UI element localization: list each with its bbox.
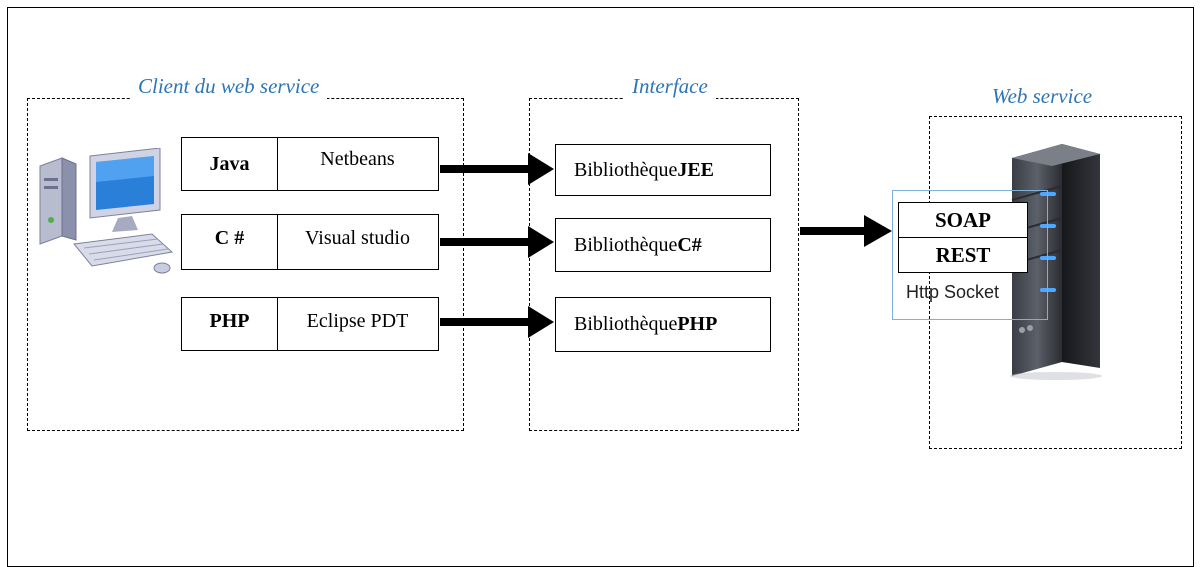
ide-label: Eclipse PDT	[306, 310, 409, 332]
ide-label: Visual studio	[305, 227, 410, 249]
library-prefix: Bibliothèque	[574, 313, 678, 335]
library-suffix: PHP	[677, 313, 718, 335]
desktop-computer-icon	[39, 148, 174, 274]
client-group-title: Client du web service	[130, 74, 328, 99]
protocol-soap: SOAP	[898, 202, 1028, 238]
arrow-interface-to-webservice	[800, 215, 892, 247]
interface-group-title: Interface	[624, 74, 716, 99]
arrow-php-to-php-lib	[440, 306, 554, 338]
library-suffix: C#	[677, 233, 702, 256]
lang-label: C #	[182, 215, 278, 269]
library-suffix: JEE	[677, 158, 715, 181]
webservice-group	[929, 116, 1182, 449]
webservice-group-title: Web service	[984, 84, 1101, 109]
client-row-java: Java Netbeans	[181, 137, 439, 191]
arrow-java-to-jee	[440, 153, 554, 185]
arrows-layer	[440, 153, 892, 338]
transport-label: Http Socket	[906, 282, 1000, 302]
protocol-stack-outline	[892, 190, 1048, 320]
protocol-rest: REST	[898, 237, 1028, 273]
client-row-csharp: C # Visual studio	[181, 214, 439, 270]
client-row-php: PHP Eclipse PDT	[181, 297, 439, 351]
lang-label: Java	[182, 138, 278, 190]
arrow-csharp-to-csharp-lib	[440, 226, 554, 258]
library-prefix: Bibliothèque	[574, 158, 678, 181]
ide-label: Netbeans	[320, 148, 395, 170]
library-prefix: Bibliothèque	[574, 233, 678, 256]
lang-label: PHP	[182, 298, 278, 350]
